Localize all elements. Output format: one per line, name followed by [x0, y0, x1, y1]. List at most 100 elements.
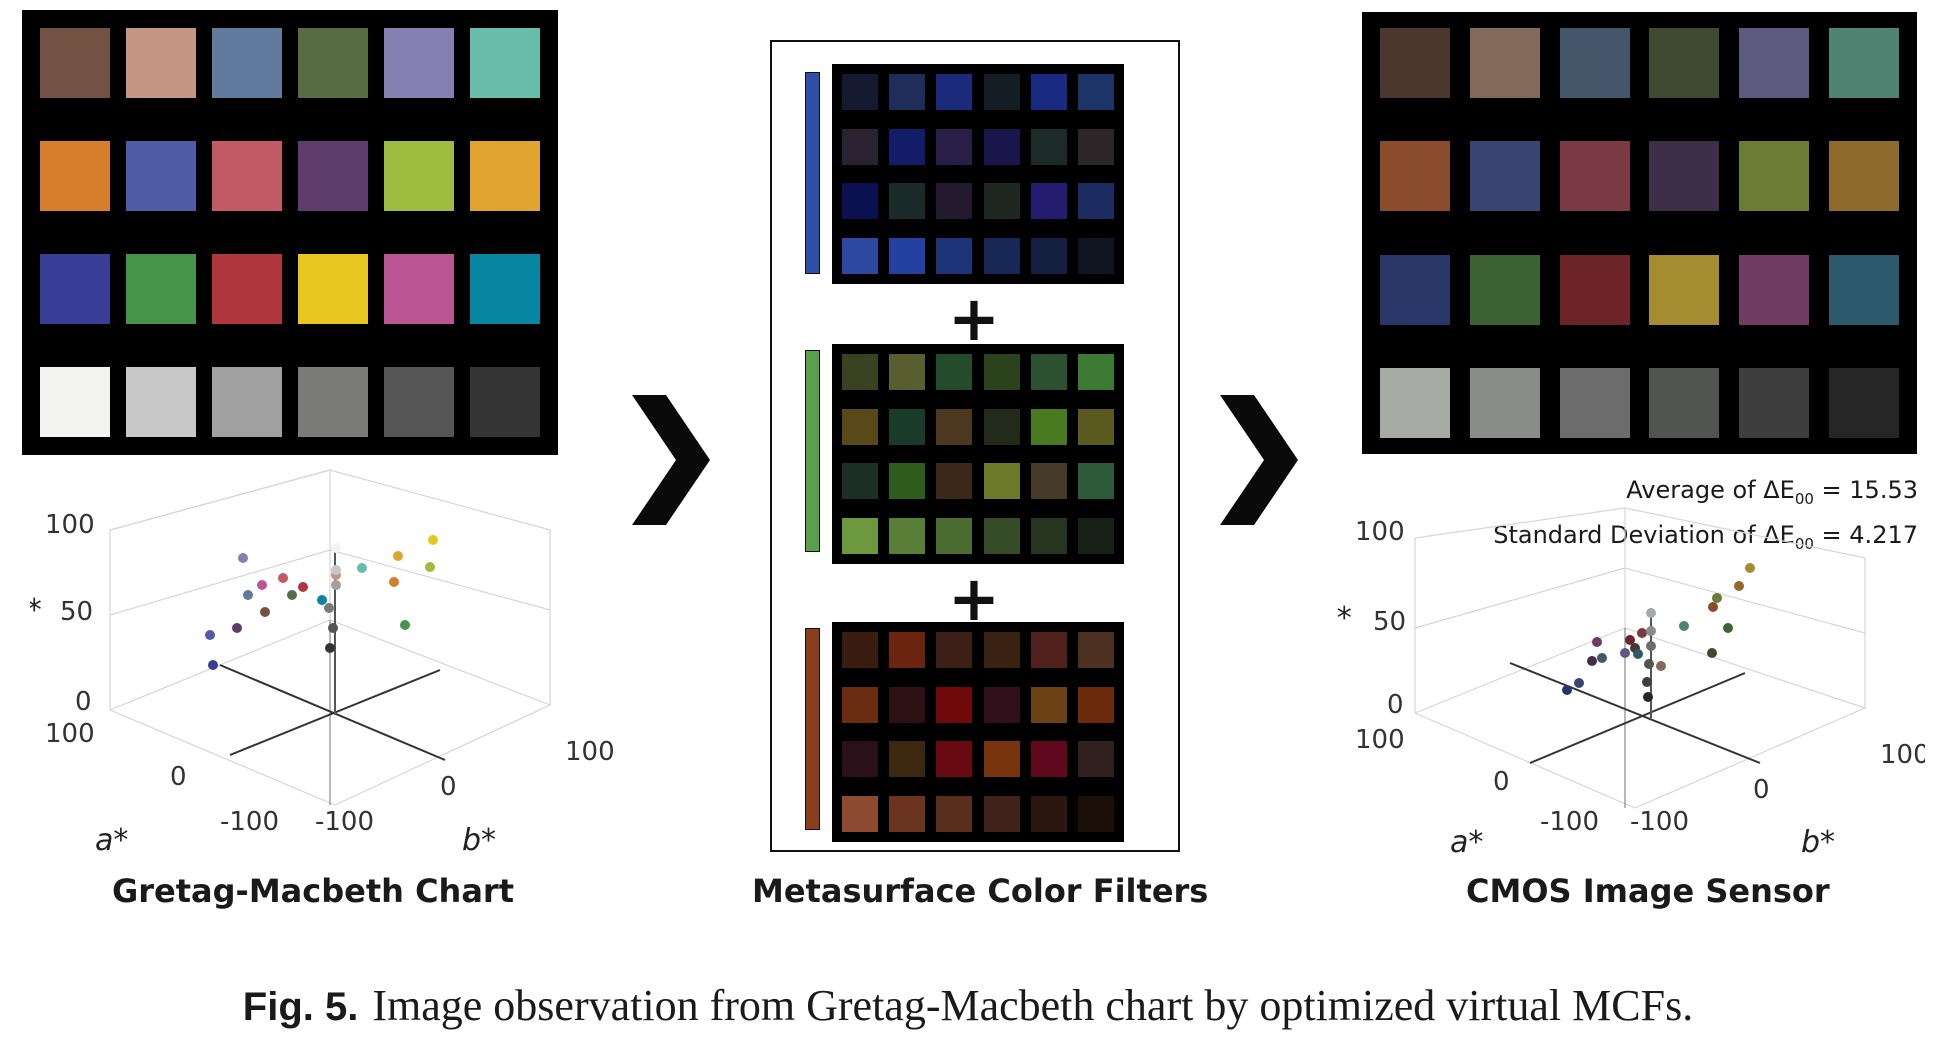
color-patch [1380, 254, 1450, 325]
scatter-point [1707, 648, 1717, 658]
color-patch [1078, 74, 1114, 110]
color-patch [1078, 128, 1114, 165]
color-patch [1030, 632, 1067, 668]
color-patch [936, 128, 973, 165]
scatter-point [325, 643, 335, 653]
color-patch [842, 408, 878, 445]
color-patch [1380, 28, 1450, 98]
scatter-points-right [1562, 563, 1755, 702]
color-patch [889, 686, 926, 723]
scatter-point [1723, 623, 1733, 633]
color-patch [889, 463, 926, 500]
b-tick-neg100: -100 [315, 807, 374, 837]
l-tick-50: 50 [60, 597, 93, 627]
right-panel-title: CMOS Image Sensor [1466, 872, 1830, 910]
scatter-point [1625, 635, 1635, 645]
plot-grid [1414, 507, 1867, 809]
color-patch [1030, 183, 1067, 220]
a-axis-label: a* [95, 823, 128, 858]
color-patch [983, 408, 1020, 445]
scatter-point [357, 563, 367, 573]
scatter-point [1646, 626, 1656, 636]
color-patch [936, 74, 973, 110]
scatter-point [1597, 653, 1607, 663]
color-patch [298, 367, 368, 437]
color-patch [1559, 368, 1630, 438]
color-patch [1829, 141, 1899, 212]
middle-panel-title: Metasurface Color Filters [752, 872, 1209, 910]
color-patch [298, 141, 368, 211]
color-patch [842, 354, 878, 390]
color-patch [983, 238, 1020, 274]
color-patch [983, 74, 1020, 110]
color-patch [889, 74, 926, 110]
color-patch [470, 28, 540, 98]
green-filter-bar [805, 350, 820, 552]
color-patch [298, 28, 368, 98]
scatter-point [278, 573, 288, 583]
b-tick-neg100: -100 [1630, 807, 1689, 837]
color-patch [212, 28, 282, 98]
scatter-point [1708, 602, 1718, 612]
lab-scatter-sensor: 100 50 0 L* 100 0 -100 a* -100 0 100 b* [1335, 507, 1925, 860]
b-axis-label: b* [462, 823, 496, 858]
color-patch [842, 128, 878, 165]
color-patch [936, 518, 973, 554]
scatter-point [1592, 637, 1602, 647]
color-patch [1078, 183, 1114, 220]
color-patch [842, 238, 878, 274]
color-patch [212, 367, 282, 437]
scatter-point [389, 577, 399, 587]
color-patch [936, 408, 973, 445]
scatter-point [208, 660, 218, 670]
color-patch [1380, 368, 1450, 438]
color-patch [842, 463, 878, 500]
color-patch [842, 518, 878, 554]
color-patch [1829, 254, 1899, 325]
scatter-point [238, 553, 248, 563]
scatter-point [1734, 581, 1744, 591]
color-patch [40, 254, 110, 324]
color-patch [212, 254, 282, 324]
mcf-frame: + + [770, 40, 1180, 852]
color-patch [936, 463, 973, 500]
color-patch [1559, 254, 1630, 325]
b-axis-label: b* [1801, 825, 1835, 860]
a-tick-0: 0 [170, 762, 187, 792]
color-patch [1030, 518, 1067, 554]
color-patch [842, 74, 878, 110]
delta-e-stats: Average of ΔE00 = 15.53 Standard Deviati… [1493, 472, 1918, 562]
color-patch [1078, 796, 1114, 832]
color-patch [1649, 141, 1720, 212]
scatter-point [1679, 621, 1689, 631]
color-patch [889, 518, 926, 554]
b-tick-0: 0 [1753, 775, 1770, 805]
left-panel-title: Gretag-Macbeth Chart [112, 872, 514, 910]
scatter-point [1656, 661, 1666, 671]
l-axis-label: L* [30, 593, 42, 628]
color-patch [1739, 141, 1810, 212]
color-patch [1469, 141, 1540, 212]
color-patch [936, 238, 973, 274]
a-tick-100: 100 [1355, 725, 1405, 755]
plus-icon: + [948, 562, 1000, 635]
b-tick-100: 100 [565, 737, 615, 767]
color-patch [1469, 254, 1540, 325]
a-tick-neg100: -100 [220, 807, 279, 837]
color-patch [1078, 354, 1114, 390]
color-patch [1078, 632, 1114, 668]
l-tick-0: 0 [1387, 690, 1404, 720]
color-patch [1559, 28, 1630, 98]
color-patch [470, 367, 540, 437]
scatter-point [1642, 677, 1652, 687]
green-filter-panel [832, 344, 1124, 564]
color-patch [1078, 518, 1114, 554]
color-patch [1030, 796, 1067, 832]
scatter-point [1646, 608, 1656, 618]
color-patch [1030, 741, 1067, 778]
color-patch [470, 141, 540, 211]
scatter-point [298, 582, 308, 592]
scatter-point [331, 580, 341, 590]
color-patch [1030, 238, 1067, 274]
plus-icon: + [948, 282, 1000, 355]
